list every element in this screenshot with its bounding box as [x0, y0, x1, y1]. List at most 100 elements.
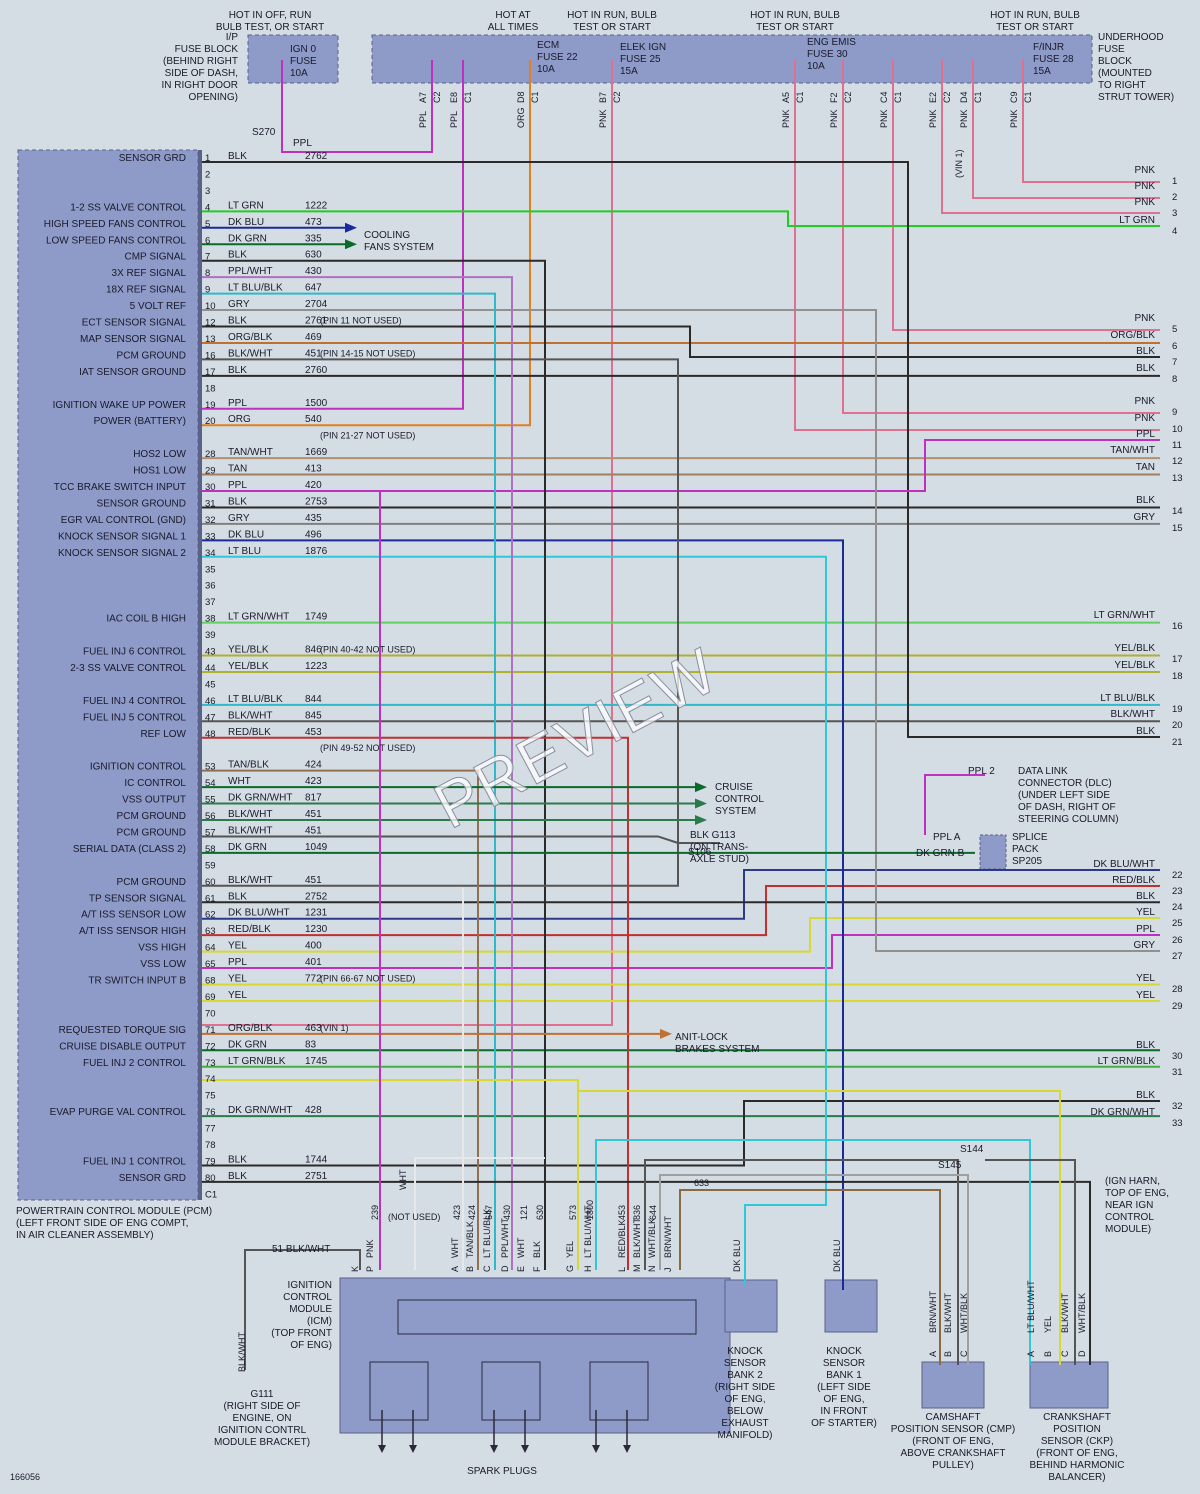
pcm-pin-label: FUEL INJ 5 CONTROL	[83, 712, 186, 723]
pcm-circuit-number: 2762	[305, 151, 328, 162]
pcm-circuit-number: 428	[305, 1105, 322, 1116]
pcm-circuit-number: 630	[305, 250, 322, 261]
pcm-pin-number: 2	[205, 169, 210, 180]
pcm-pin-number: 45	[205, 679, 216, 690]
cmp-pin: B	[943, 1351, 953, 1357]
right-wire-color: PPL	[1136, 429, 1155, 440]
pcm-wire-color: YEL/BLK	[228, 645, 269, 656]
fuse-pin: A5	[781, 92, 791, 103]
pcm-pin-label: KNOCK SENSOR SIGNAL 2	[58, 548, 186, 559]
pcm-pin-label: KNOCK SENSOR SIGNAL 1	[58, 531, 186, 542]
right-output-number: 28	[1172, 984, 1183, 995]
pcm-circuit-number: 1049	[305, 842, 328, 853]
right-output-number: 32	[1172, 1101, 1183, 1112]
pcm-wire-color: BLK	[228, 250, 247, 261]
pcm-circuit-number: 420	[305, 480, 322, 491]
pnk-wire-3	[842, 60, 1160, 414]
ckp-wire: BLK/WHT	[1060, 1292, 1070, 1333]
right-output-number: 26	[1172, 935, 1183, 946]
fuse-wire-color: PNK	[598, 109, 608, 128]
pcm-wire-color: TAN/BLK	[228, 760, 269, 771]
icm-pin-wire: LT BLU/WHT	[583, 1205, 593, 1258]
ckp-pin: D	[1077, 1350, 1087, 1357]
icm-pin-wire: RED/BLK	[617, 1219, 627, 1258]
pcm-pin-label: SENSOR GRD	[119, 1173, 186, 1184]
pnk-wire-7	[1022, 60, 1160, 183]
pcm-wire-color: PPL	[228, 398, 247, 409]
fuse-pin: C4	[879, 91, 889, 103]
fuse-connector: C1	[973, 91, 983, 103]
pcm-wire-to-4	[202, 210, 1160, 227]
pcm-pin-label: 1-2 SS VALVE CONTROL	[70, 202, 186, 213]
icm-pin-wire: PNK	[365, 1239, 375, 1258]
pcm-pin-label: CRUISE DISABLE OUTPUT	[59, 1041, 186, 1052]
fuse-wire-color: PNK	[959, 109, 969, 128]
ip-fuse-block	[247, 34, 339, 84]
pcm-circuit-number: 423	[305, 776, 322, 787]
arrow-icon	[695, 815, 707, 825]
icm-pin: C	[482, 1265, 492, 1272]
ignition-coil-icon	[369, 1361, 429, 1421]
pcm-pin-label: TR SWITCH INPUT B	[88, 976, 186, 987]
cmp-wire: BLK/WHT	[943, 1292, 953, 1333]
right-output-number: 15	[1172, 523, 1183, 534]
right-wire-color: YEL/BLK	[1114, 643, 1155, 654]
right-wire-color: BLK	[1136, 346, 1155, 357]
pcm-pin-label: FUEL INJ 2 CONTROL	[83, 1058, 186, 1069]
pcm-pin-number: 12	[205, 318, 216, 329]
pcm-circuit-number: 451	[305, 348, 322, 359]
right-wire-color: BLK/WHT	[1111, 709, 1155, 720]
icm-pin-wire: BLK/WHT	[632, 1217, 642, 1258]
ppl-fuse-wire	[281, 60, 433, 153]
right-output-number: 30	[1172, 1051, 1183, 1062]
pcm-pin-number: 65	[205, 959, 216, 970]
pcm-pin-label: VSS LOW	[140, 959, 186, 970]
right-output-number: 9	[1172, 407, 1177, 418]
icm-pin: F	[532, 1266, 542, 1272]
pcm-pin-number: 68	[205, 976, 216, 987]
pnk-wire-1	[202, 60, 613, 1026]
knock2-wire-label: DK BLU	[732, 1239, 742, 1272]
pcm-pin-label: PCM GROUND	[117, 350, 186, 361]
g111-wire-label: 51 BLK/WHT	[272, 1244, 330, 1255]
pcm-wire-to-25	[202, 917, 1160, 953]
pcm-circuit-number: 401	[305, 957, 322, 968]
icm-circuit: 453	[617, 1205, 627, 1220]
fuse-pin: B7	[598, 92, 608, 103]
pcm-wire-to-26	[202, 934, 1160, 970]
fuse-connector: C1	[1023, 91, 1033, 103]
pcm-wire-color: DK GRN	[228, 1039, 267, 1050]
arrow-icon	[345, 222, 357, 233]
pcm-circuit-number: 2752	[305, 891, 328, 902]
ltblu-ckp-wire	[595, 1139, 1031, 1365]
pcm-pin-label: 18X REF SIGNAL	[106, 285, 186, 296]
s144-wire	[985, 1159, 1076, 1365]
pcm-circuit-number: 424	[305, 760, 322, 771]
ckp-wire: WHT/BLK	[1077, 1293, 1087, 1333]
whtblk-cmp-wire	[659, 1174, 969, 1365]
wires-layer	[202, 60, 1160, 1453]
pcm-pin-number: 74	[205, 1074, 216, 1085]
pcm-circuit-number: 496	[305, 529, 322, 540]
right-output-number: 3	[1172, 208, 1177, 219]
right-output-number: 21	[1172, 737, 1183, 748]
cmp-pin: A	[928, 1351, 938, 1357]
pcm-wire-color: BLK/WHT	[228, 710, 272, 721]
pcm-pin-note: (PIN 21-27 NOT USED)	[320, 431, 415, 441]
s144-label: S144	[960, 1144, 984, 1155]
icm-circuit: 121	[519, 1205, 529, 1220]
pcm-pin-number: 76	[205, 1107, 216, 1118]
splice-ppl-label: PPL A	[933, 832, 961, 843]
cmp-sensor	[921, 1361, 985, 1409]
right-output-number: 27	[1172, 951, 1183, 962]
right-output-number: 13	[1172, 473, 1183, 484]
pcm-wire-color: ORG	[228, 414, 251, 425]
pcm-circuit-number: 1223	[305, 661, 328, 672]
icm-pin-wire: LT BLU/BLK	[482, 1209, 492, 1258]
pcm-circuit-number: 2753	[305, 496, 328, 507]
pcm-pin-label: VSS HIGH	[138, 943, 186, 954]
